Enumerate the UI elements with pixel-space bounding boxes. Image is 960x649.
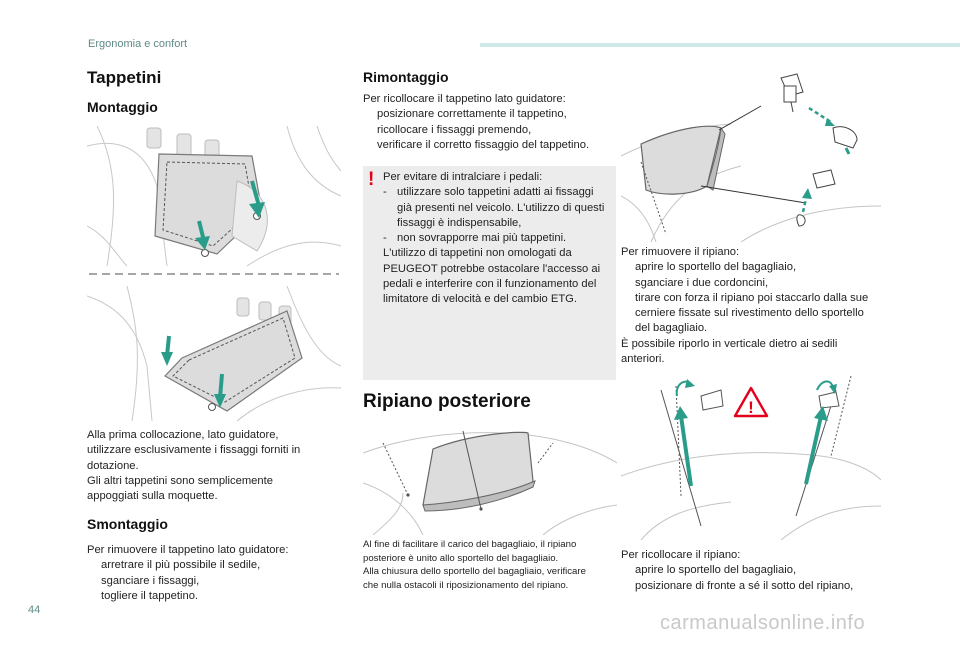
section-title: Ergonomia e confort bbox=[88, 38, 188, 50]
text-line: Gli altri tappetini sono semplicemente bbox=[87, 474, 273, 487]
caption-line: Al fine di facilitare il carico del baga… bbox=[363, 539, 577, 550]
list-item: sganciare i fissaggi, bbox=[101, 574, 200, 587]
watermark: carmanualsonline.info bbox=[660, 612, 866, 634]
header-bar bbox=[480, 43, 960, 47]
ripiano-caption: Al fine di facilitare il carico del baga… bbox=[363, 538, 619, 592]
montaggio-heading: Montaggio bbox=[87, 99, 158, 115]
caption-line: Alla chiusura dello sportello del bagagl… bbox=[363, 566, 586, 577]
ripiano-heading: Ripiano posteriore bbox=[363, 391, 531, 412]
caption-line: che nulla ostacoli il riposizionamento d… bbox=[363, 579, 569, 591]
warning-triangle-mark: ! bbox=[748, 398, 754, 417]
page-number: 44 bbox=[28, 604, 41, 616]
caption-line: posteriore è unito allo sportello del ba… bbox=[363, 552, 559, 564]
shelf-hinge-illustration bbox=[621, 66, 881, 242]
warning-box: ! Per evitare di intralciare i pedali: -… bbox=[363, 166, 616, 380]
parcel-shelf-illustration bbox=[363, 423, 617, 535]
warning-exclamation-icon: ! bbox=[368, 169, 375, 190]
rimuovere-outro: È possibile riporlo in verticale dietro … bbox=[621, 337, 838, 366]
warning-item: -utilizzare solo tappetini adatti ai fis… bbox=[383, 186, 605, 229]
list-item: aprire lo sportello del bagagliaio, bbox=[635, 261, 797, 274]
smontaggio-heading: Smontaggio bbox=[87, 516, 168, 532]
list-item: aprire lo sportello del bagagliaio, bbox=[635, 564, 797, 577]
ricollocare-body: Per ricollocare il ripiano: aprire lo sp… bbox=[621, 548, 879, 594]
text-line: appoggiati sulla moquette. bbox=[87, 490, 218, 503]
rimontaggio-body: Per ricollocare il tappetino lato guidat… bbox=[363, 92, 617, 153]
warning-intro: Per evitare di intralciare i pedali: bbox=[383, 171, 543, 183]
warning-triangle-icon bbox=[733, 386, 769, 418]
list-item: verificare il corretto fissaggio del tap… bbox=[377, 138, 590, 151]
text-line: utilizzare esclusivamente i fissaggi for… bbox=[87, 444, 301, 457]
list-item: arretrare il più possibile il sedile, bbox=[101, 559, 261, 572]
text-line: Alla prima collocazione, lato guidatore, bbox=[87, 429, 279, 441]
smontaggio-body: Per rimuovere il tappetino lato guidator… bbox=[87, 543, 337, 604]
ricollocare-intro: Per ricollocare il ripiano: bbox=[621, 549, 741, 561]
list-item: posizionare correttamente il tappetino, bbox=[377, 108, 567, 121]
shelf-cords-illustration: ! bbox=[621, 376, 881, 540]
smontaggio-intro: Per rimuovere il tappetino lato guidator… bbox=[87, 544, 289, 556]
warning-outro: L'utilizzo di tappetini non omologati da… bbox=[383, 247, 601, 306]
list-item: togliere il tappetino. bbox=[101, 589, 199, 602]
page-title: Tappetini bbox=[87, 68, 162, 87]
rimuovere-intro: Per rimuovere il ripiano: bbox=[621, 246, 740, 258]
montaggio-body: Alla prima collocazione, lato guidatore,… bbox=[87, 428, 337, 504]
list-item: tirare con forza il ripiano poi staccarl… bbox=[635, 291, 869, 335]
rimontaggio-intro: Per ricollocare il tappetino lato guidat… bbox=[363, 93, 566, 105]
list-item: posizionare di fronte a sé il sotto del … bbox=[635, 579, 854, 592]
warning-item: -non sovrapporre mai più tappetini. bbox=[383, 232, 567, 245]
text-line: dotazione. bbox=[87, 459, 139, 472]
warning-text: Per evitare di intralciare i pedali: -ut… bbox=[383, 170, 609, 308]
floor-mat-illustration bbox=[87, 126, 341, 421]
rimuovere-body: Per rimuovere il ripiano: aprire lo spor… bbox=[621, 245, 879, 367]
list-item: ricollocare i fissaggi premendo, bbox=[377, 123, 532, 136]
list-item: sganciare i due cordoncini, bbox=[635, 276, 769, 289]
rimontaggio-heading: Rimontaggio bbox=[363, 69, 449, 85]
